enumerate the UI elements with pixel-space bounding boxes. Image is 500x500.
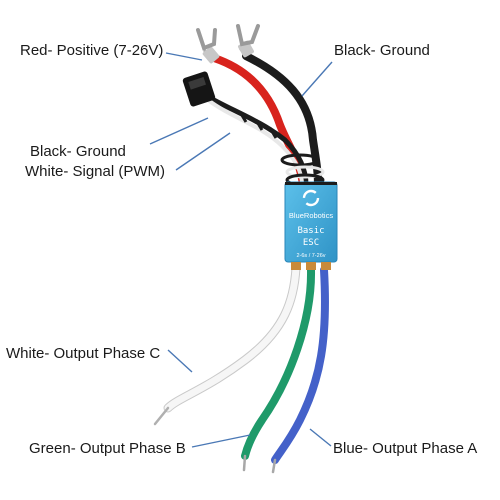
signal-wires bbox=[202, 92, 309, 188]
label-blue-phase-a: Blue- Output Phase A bbox=[333, 440, 478, 457]
esc-brand: BlueRobotics bbox=[289, 211, 333, 220]
leader-red-positive bbox=[165, 52, 203, 61]
label-black-ground-top: Black- Ground bbox=[334, 42, 430, 59]
white-output-wire bbox=[153, 263, 301, 426]
leader-black-ground-top bbox=[301, 61, 333, 97]
label-white-signal: White- Signal (PWM) bbox=[25, 163, 166, 180]
black-spade-terminal bbox=[236, 24, 260, 58]
blue-output-wire bbox=[271, 266, 329, 474]
green-output-wire bbox=[241, 266, 316, 472]
leader-white-phase-c bbox=[167, 349, 193, 373]
label-white-phase-c: White- Output Phase C bbox=[6, 345, 161, 362]
bluerobotics-logo-icon bbox=[302, 189, 320, 207]
label-red-positive: Red- Positive (7-26V) bbox=[20, 42, 164, 59]
leader-white-signal bbox=[175, 132, 231, 171]
leader-green-phase-b bbox=[191, 434, 251, 448]
label-green-phase-b: Green- Output Phase B bbox=[29, 440, 186, 457]
label-black-ground-signal: Black- Ground bbox=[30, 143, 126, 160]
esc-board: BlueRobotics Basic ESC 2-6s / 7-26v bbox=[284, 181, 338, 270]
servo-connector bbox=[182, 71, 216, 107]
leader-blue-phase-a bbox=[309, 428, 332, 447]
esc-spec: 2-6s / 7-26v bbox=[296, 253, 325, 259]
leader-black-ground-signal bbox=[149, 117, 209, 145]
red-spade-terminal bbox=[196, 28, 220, 64]
esc-model-line2: ESC bbox=[303, 238, 319, 248]
esc-model-line1: Basic bbox=[297, 226, 324, 236]
